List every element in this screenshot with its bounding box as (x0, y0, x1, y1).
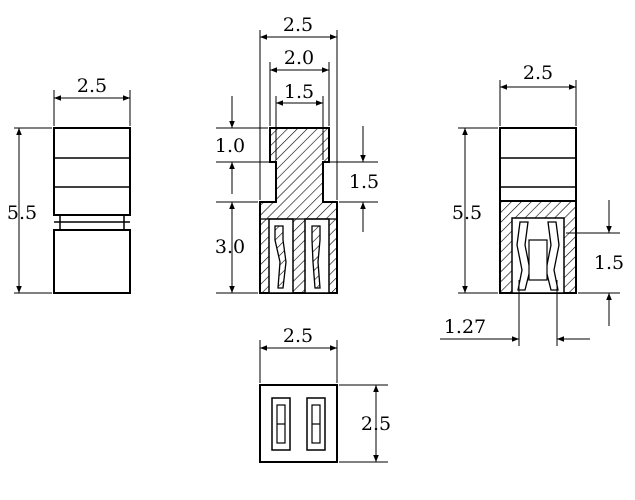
bottom-right-slot (306, 397, 326, 451)
right-slot-depth-label: 1.5 (594, 252, 624, 274)
right-contact (311, 225, 321, 289)
bottom-view: 2.5 2.5 (259, 325, 391, 463)
right-contact-tip (528, 239, 548, 281)
right-top-block (499, 127, 577, 202)
section-width-label: 2.5 (283, 14, 313, 36)
left-side-view: 2.5 5.5 (7, 75, 131, 294)
bottom-outline (259, 384, 338, 463)
bottom-height-label: 2.5 (361, 413, 391, 435)
right-contact-spring (516, 221, 560, 291)
right-width-label: 2.5 (523, 62, 553, 84)
bottom-width-label: 2.5 (283, 325, 313, 347)
bottom-left-slot (271, 397, 291, 451)
section-neck-height-label: 1.5 (349, 171, 379, 193)
right-height-label: 5.5 (452, 202, 482, 224)
section-view: 2.5 2.0 1.5 1.0 3.0 1.5 (215, 14, 379, 294)
section-top-height-label: 1.0 (215, 135, 245, 157)
left-bottom-block (53, 229, 131, 294)
right-pitch-label: 1.27 (444, 316, 486, 338)
section-inner-width-label: 1.5 (284, 81, 314, 103)
right-section-view: 2.5 5.5 1.5 1.27 (440, 62, 624, 346)
left-width-label: 2.5 (77, 75, 107, 97)
section-mid-width-label: 2.0 (284, 47, 314, 69)
left-contact (274, 225, 287, 289)
section-lower-height-label: 3.0 (215, 236, 245, 258)
left-top-block (53, 127, 131, 216)
left-height-label: 5.5 (7, 202, 37, 224)
